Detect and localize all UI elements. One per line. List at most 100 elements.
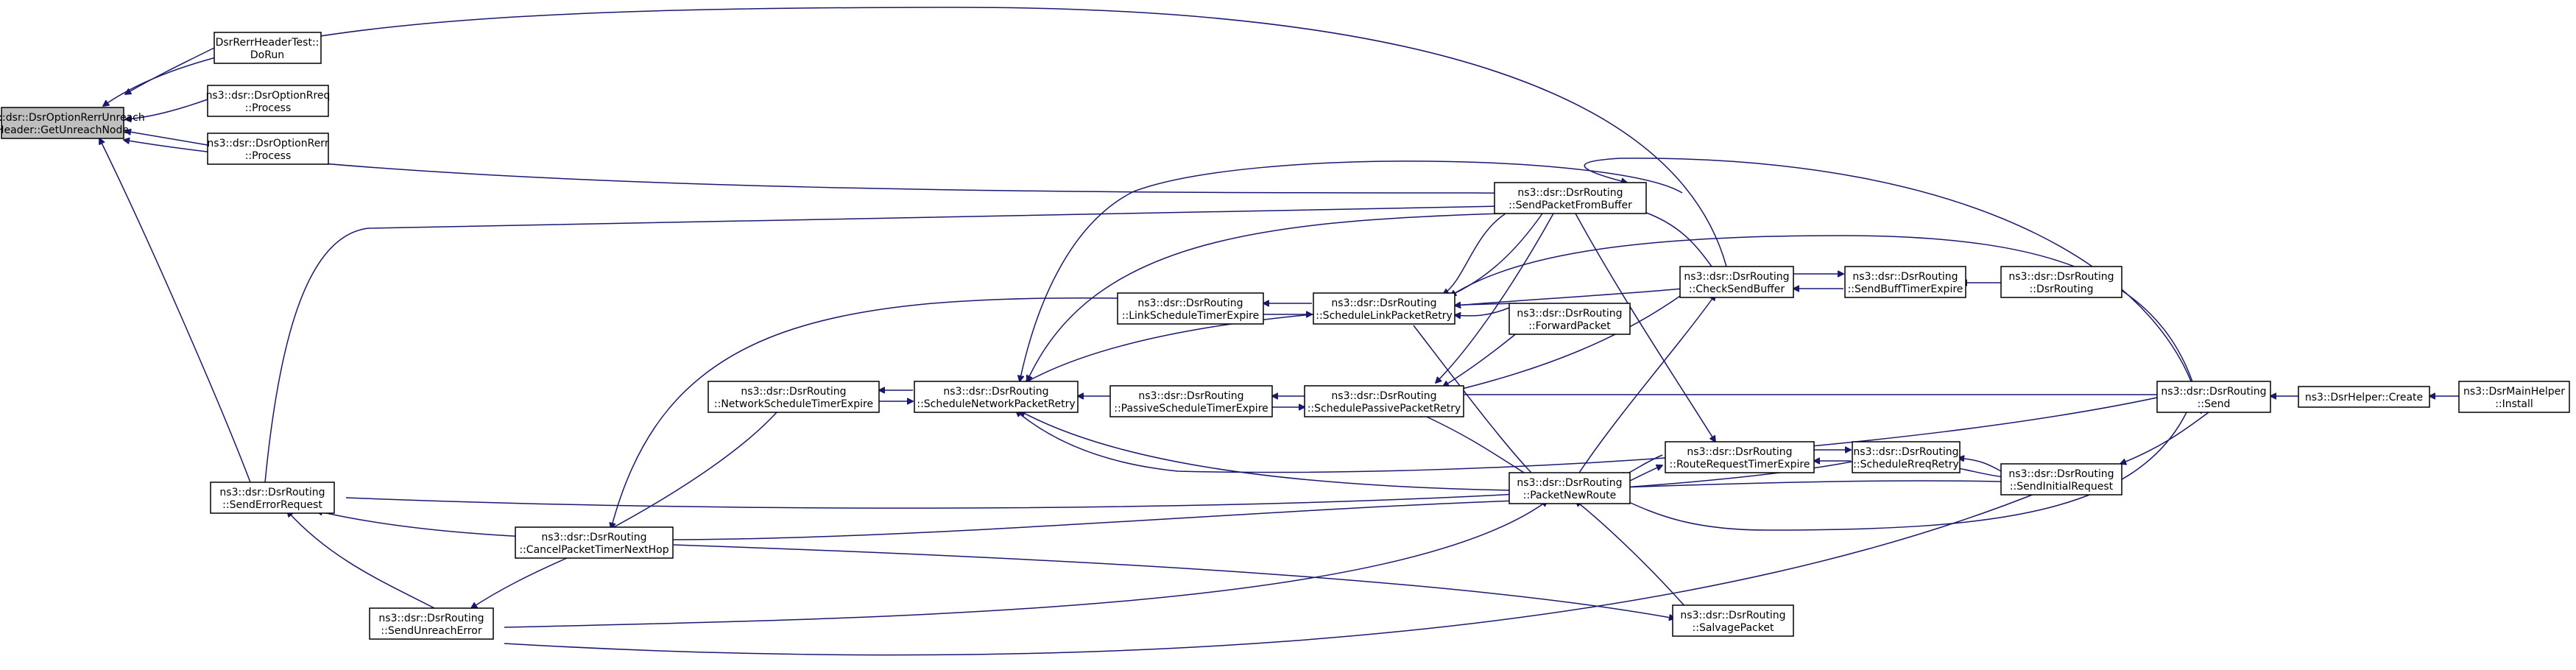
node-label-line1: ns3::dsr::DsrRouting bbox=[219, 487, 325, 498]
node-schedulepassiveretry[interactable]: ns3::dsr::DsrRouting ::SchedulePassivePa… bbox=[1304, 385, 1464, 417]
edge-sendpacketfrombuffer-to-netretry bbox=[1027, 213, 1503, 381]
node-sendunreacherror[interactable]: ns3::dsr::DsrRouting ::SendUnreachError bbox=[369, 607, 494, 640]
node-cancelpackettimer[interactable]: ns3::dsr::DsrRouting ::CancelPacketTimer… bbox=[515, 526, 674, 559]
node-label-line2: ::SendBuffTimerExpire bbox=[1848, 283, 1963, 295]
edge-rreqprocess-to-getunreach bbox=[125, 99, 208, 119]
node-label-line2: ::ScheduleLinkPacketRetry bbox=[1316, 310, 1452, 322]
node-rerr-process[interactable]: ns3::dsr::DsrOptionRerr ::Process bbox=[207, 133, 329, 165]
node-senderrorrequest[interactable]: ns3::dsr::DsrRouting ::SendErrorRequest bbox=[210, 482, 335, 514]
edge-sendinitialrequest-to-rreqretry bbox=[1958, 458, 2002, 472]
node-helpercreate[interactable]: ns3::DsrHelper::Create bbox=[2298, 386, 2430, 408]
node-box bbox=[1508, 303, 1631, 335]
edge-packetnewroute-to-netretry bbox=[1020, 411, 1517, 491]
edges bbox=[99, 7, 2459, 656]
node-sendbufftimer[interactable]: ns3::dsr::DsrRouting ::SendBuffTimerExpi… bbox=[1844, 266, 1966, 298]
node-schedulerreqretry[interactable]: ns3::dsr::DsrRouting ::ScheduleRreqRetry bbox=[1852, 441, 1961, 473]
edge-packetnewroute-to-passiveretry bbox=[1417, 412, 1525, 473]
node-box bbox=[1665, 441, 1815, 473]
node-label-line1: ns3::dsr::DsrRouting bbox=[1331, 297, 1436, 309]
node-label-line1: ns3::dsr::DsrRouting bbox=[1517, 477, 1622, 489]
edge-cancel-to-networkschedule bbox=[610, 412, 777, 529]
node-box bbox=[1109, 385, 1273, 417]
edge-send-to-linkretry bbox=[1450, 235, 2202, 413]
edge-packetnewroute-to-linkretry bbox=[1413, 325, 1532, 473]
node-label-line2: ::Send bbox=[2198, 398, 2231, 410]
node-box bbox=[1117, 292, 1264, 325]
node-sendpacketfrombuffer[interactable]: ns3::dsr::DsrRouting ::SendPacketFromBuf… bbox=[1494, 182, 1647, 214]
edge-send-to-sendpacketfrombuffer bbox=[1584, 158, 2202, 415]
edge-send-to-netretry bbox=[1016, 397, 2158, 473]
node-sendinitialrequest[interactable]: ns3::dsr::DsrRouting ::SendInitialReques… bbox=[2000, 463, 2122, 496]
node-mainhelper-install[interactable]: ns3::DsrMainHelper ::Install bbox=[2458, 381, 2570, 413]
edge-sendpacketfrombuffer-to-routerequesttimer bbox=[1575, 213, 1715, 442]
node-label-line1: ns3::dsr::DsrRouting bbox=[1680, 610, 1785, 621]
node-label-line1: ns3::dsr::DsrRouting bbox=[1852, 271, 1958, 283]
node-label-line2: ::SendErrorRequest bbox=[222, 499, 322, 511]
node-box bbox=[1304, 385, 1464, 417]
node-label-line2: ::SalvagePacket bbox=[1693, 622, 1774, 634]
node-routerequesttimer[interactable]: ns3::dsr::DsrRouting ::RouteRequestTimer… bbox=[1665, 441, 1815, 473]
node-label-line1: ns3::dsr::DsrRouting bbox=[1517, 187, 1623, 199]
node-label-line2: ::Process bbox=[245, 150, 292, 162]
node-box bbox=[707, 381, 880, 413]
node-label-line1: ns3::dsr::DsrRouting bbox=[943, 386, 1048, 398]
node-rreq-process[interactable]: ns3::dsr::DsrOptionRreq ::Process bbox=[206, 85, 331, 117]
node-label-line2: ::Process bbox=[245, 102, 292, 114]
node-label-line1: ns3::dsr::DsrRouting bbox=[1331, 390, 1436, 402]
node-schedulelinkretry[interactable]: ns3::dsr::DsrRouting ::ScheduleLinkPacke… bbox=[1313, 292, 1455, 325]
edge-sendunreach-to-packetnewroute bbox=[504, 501, 1548, 628]
node-networkscheduletimer[interactable]: ns3::dsr::DsrRouting ::NetworkScheduleTi… bbox=[707, 381, 880, 413]
node-label-line1: ns3::dsr::DsrRouting bbox=[541, 532, 646, 543]
node-forwardpacket[interactable]: ns3::dsr::DsrRouting ::ForwardPacket bbox=[1508, 303, 1631, 335]
node-box bbox=[369, 607, 494, 640]
node-label-line1: DsrRerrHeaderTest:: bbox=[216, 37, 320, 49]
edge-packetnewroute-to-checksendbuffer bbox=[1578, 295, 1715, 473]
node-label-line2: ::LinkScheduleTimerExpire bbox=[1122, 310, 1259, 322]
node-box bbox=[1852, 441, 1961, 473]
node-label-line1: ns3::DsrHelper::Create bbox=[2305, 392, 2423, 403]
edge-sendpacketfrombuffer-to-linkretry-2 bbox=[1444, 213, 1543, 298]
node-label-line1: ns3::dsr::DsrRouting bbox=[378, 613, 484, 624]
node-label-line2: ::ForwardPacket bbox=[1528, 320, 1611, 332]
node-passivescheduletimer[interactable]: ns3::dsr::DsrRouting ::PassiveScheduleTi… bbox=[1109, 385, 1273, 417]
node-box bbox=[207, 133, 329, 165]
edge-senderrorrequest-to-getunreach bbox=[99, 138, 251, 483]
edge-checksendbuffer-to-linkretry bbox=[1455, 288, 1683, 306]
node-box bbox=[210, 482, 335, 514]
node-getunreach[interactable]: ns3::dsr::DsrOptionRerrUnreach Header::G… bbox=[0, 107, 145, 139]
node-label-line2: ::Install bbox=[2495, 398, 2533, 410]
node-schedulenetworkretry[interactable]: ns3::dsr::DsrRouting ::ScheduleNetworkPa… bbox=[914, 381, 1079, 413]
node-box bbox=[1, 107, 124, 139]
edge-checksendbuffer-to-passiveretry bbox=[1456, 294, 1683, 390]
edge-checksendbuffer-to-netretry bbox=[1020, 161, 1683, 381]
node-box bbox=[2298, 386, 2430, 408]
node-label-line2: ::ScheduleNetworkPacketRetry bbox=[917, 398, 1075, 410]
node-dsrrouting-ctor[interactable]: ns3::dsr::DsrRouting ::DsrRouting bbox=[2000, 266, 2122, 298]
node-label-line2: ::SchedulePassivePacketRetry bbox=[1308, 403, 1461, 415]
node-box bbox=[1844, 266, 1966, 298]
node-label-line2: ::SendUnreachError bbox=[381, 625, 481, 637]
node-label-line2: ::SendInitialRequest bbox=[2010, 481, 2114, 493]
node-label-line1: ns3::dsr::DsrRouting bbox=[1138, 390, 1243, 402]
node-box bbox=[2458, 381, 2570, 413]
node-label-line1: ns3::dsr::DsrRouting bbox=[741, 386, 846, 398]
node-label-line1: ns3::dsr::DsrRouting bbox=[1687, 446, 1792, 458]
node-checksendbuffer[interactable]: ns3::dsr::DsrRouting ::CheckSendBuffer bbox=[1679, 266, 1794, 298]
node-label-line2: ::CancelPacketTimerNextHop bbox=[519, 544, 668, 556]
node-label-line2: ::PassiveScheduleTimerExpire bbox=[1114, 403, 1268, 415]
node-packetnewroute[interactable]: ns3::dsr::DsrRouting ::PacketNewRoute bbox=[1508, 472, 1631, 504]
node-dorun[interactable]: DsrRerrHeaderTest:: DoRun bbox=[214, 32, 322, 64]
node-label-line2: ::ScheduleRreqRetry bbox=[1853, 459, 1959, 470]
node-box bbox=[1672, 604, 1794, 637]
node-label-line1: ns3::DsrMainHelper bbox=[2463, 386, 2565, 398]
node-salvagepacket[interactable]: ns3::dsr::DsrRouting ::SalvagePacket bbox=[1672, 604, 1794, 637]
node-box bbox=[207, 85, 329, 117]
edge-sendpacketfrombuffer-to-passiveretry bbox=[1436, 213, 1554, 383]
edge-sendpacketfrombuffer-to-senderrorrequest bbox=[264, 205, 1503, 483]
node-box bbox=[214, 32, 322, 64]
node-linkscheduletimer[interactable]: ns3::dsr::DsrRouting ::LinkScheduleTimer… bbox=[1117, 292, 1264, 325]
node-label-line2: ::PacketNewRoute bbox=[1523, 490, 1616, 501]
edge-dorun-to-getunreach bbox=[125, 47, 215, 94]
node-send[interactable]: ns3::dsr::DsrRouting ::Send bbox=[2156, 381, 2271, 413]
edge-sendpacketfrombuffer-to-linkretry bbox=[1443, 213, 1506, 295]
